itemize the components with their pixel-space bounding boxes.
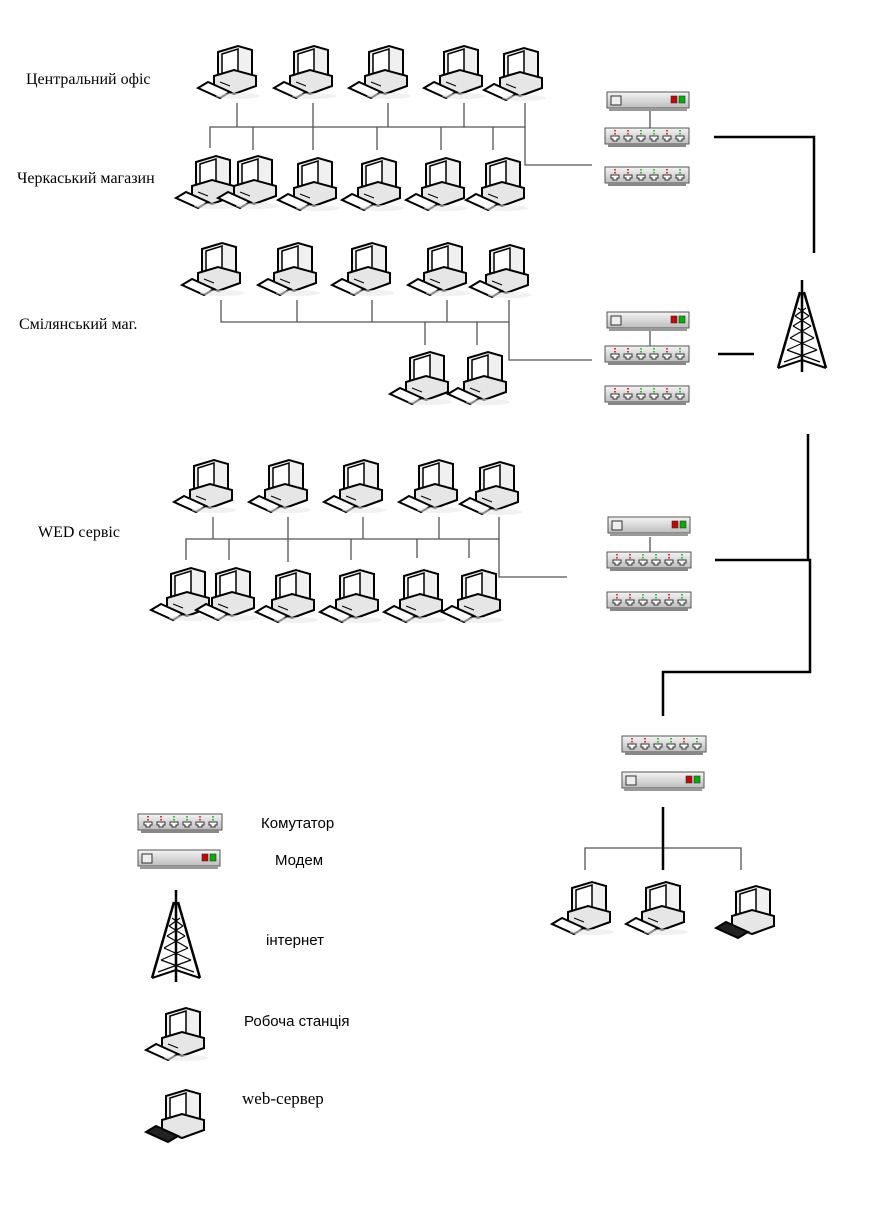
modem-icon	[606, 91, 690, 112]
workstation-icon	[341, 157, 405, 212]
workstation-icon	[145, 1007, 209, 1062]
equipment-smila	[604, 311, 690, 406]
workstation-icon	[273, 45, 337, 100]
equipment-web-service	[606, 516, 692, 612]
central-office-workstations	[197, 45, 547, 102]
legend-label-workstation: Робоча станція	[244, 1013, 350, 1030]
lan-lines	[185, 103, 742, 870]
workstation-icon	[407, 242, 471, 297]
workstation-icon	[383, 569, 447, 624]
switch-icon	[604, 385, 690, 406]
equipment-central	[604, 91, 690, 187]
modem-icon	[621, 771, 705, 792]
label-smila-store: Смілянський маг.	[19, 316, 138, 333]
wan-lines	[661, 135, 816, 870]
workstation-icon	[441, 569, 505, 624]
workstation-icon	[389, 351, 453, 406]
switch-icon	[606, 551, 692, 572]
workstation-icon	[465, 157, 529, 212]
modem-icon	[137, 849, 221, 870]
cherkasy-workstations	[175, 155, 529, 212]
workstation-icon	[248, 459, 312, 514]
server-site-devices	[551, 881, 775, 939]
workstation-icon	[625, 881, 689, 936]
workstation-icon	[331, 242, 395, 297]
modem-icon	[607, 516, 691, 537]
legend-icons	[137, 813, 223, 1143]
workstation-icon	[398, 459, 462, 514]
legend-label-internet: інтернет	[266, 932, 325, 949]
workstation-icon	[459, 461, 523, 516]
switch-icon	[606, 591, 692, 612]
workstation-icon	[483, 47, 547, 102]
legend-label-web-server: web-сервер	[242, 1089, 324, 1108]
workstation-icon	[551, 881, 615, 936]
switch-icon	[137, 813, 223, 834]
internet-tower-icon	[776, 278, 828, 374]
switch-icon	[604, 166, 690, 187]
web-service-workstations	[150, 459, 523, 624]
workstation-icon	[255, 569, 319, 624]
workstation-icon	[197, 45, 261, 100]
workstation-icon	[173, 459, 237, 514]
workstation-icon	[277, 157, 341, 212]
switch-icon	[604, 345, 690, 366]
switch-icon	[621, 735, 707, 756]
label-web-service: WED сервіс	[38, 524, 120, 541]
legend-label-modem: Модем	[275, 852, 324, 869]
workstation-icon	[323, 459, 387, 514]
workstation-icon	[447, 351, 511, 406]
tower-icon	[150, 888, 202, 984]
legend-label-switch: Комутатор	[261, 815, 335, 832]
label-cherkasy-store: Черкаський магазин	[17, 170, 155, 187]
label-central-office: Центральний офіс	[26, 71, 151, 88]
workstation-icon	[348, 45, 412, 100]
web-server-icon	[145, 1089, 205, 1143]
web-server-icon	[715, 885, 775, 939]
workstation-icon	[319, 569, 383, 624]
workstation-icon	[469, 244, 533, 299]
workstation-icon	[257, 242, 321, 297]
smila-workstations	[181, 242, 533, 406]
workstation-icon	[181, 242, 245, 297]
equipment-server-site	[621, 735, 707, 792]
workstation-icon	[405, 157, 469, 212]
modem-icon	[606, 311, 690, 332]
switch-icon	[604, 127, 690, 148]
workstation-icon	[423, 45, 487, 100]
